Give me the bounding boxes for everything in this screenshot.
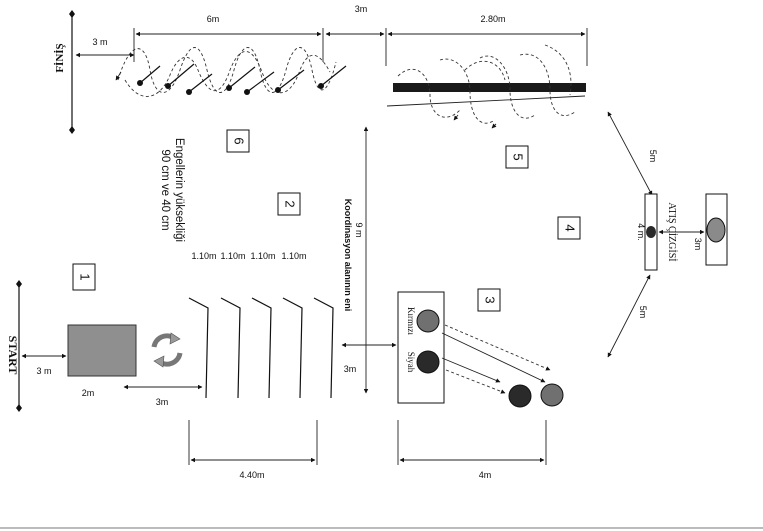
hurdle-spacing-3: 1.10m [250,251,275,261]
ball-box [397,291,445,404]
coordination-9m-label: 9 m [354,222,364,237]
finish-gap-label: 3 m [92,37,107,47]
station-5-marker: 5 [505,145,529,169]
heights-line-2: 90 cm ve 40 cm [159,149,171,230]
start-gap-dimension: 3 m [21,353,67,376]
station-6-number: 6 [232,137,247,144]
station-2-marker: 2 [277,192,301,216]
coordination-dimension: 9 m Koordinasyon alanının eni [343,126,369,394]
hurdle-spacing-4: 1.10m [281,251,306,261]
mat-to-hurdles-dimension: 3m [123,384,203,407]
red-label: Kırmızı [406,307,416,335]
finish-line: FİNİŞ [54,10,75,134]
bar [393,83,586,92]
black-ball-start [416,350,440,374]
coordination-label: Koordinasyon alanının eni [343,199,353,312]
balance-bar [386,44,586,129]
top-3m-label: 3m [355,4,368,14]
station-3-marker: 3 [477,288,501,312]
top-dimension-3m: 3m [325,4,387,66]
station-1-marker: 1 [72,263,96,291]
hurdles-total-label: 4.40m [239,470,264,480]
slalom-poles [115,47,347,97]
start-gap-label: 3 m [36,366,51,376]
target-distance-dimension: 3m [658,229,705,251]
black-label: Siyah [406,352,416,373]
red-ball-end [540,383,564,407]
station-6-marker: 6 [226,129,250,153]
shooting-ball [646,226,656,238]
start-mat [67,324,137,377]
finish-label: FİNİŞ [54,43,66,72]
red-ball-start [416,309,440,333]
upper-5m-label: 5m [648,150,658,163]
black-ball-end [508,384,532,408]
hurdle-spacing-2: 1.10m [220,251,245,261]
hurdles [188,297,334,399]
lower-5m-label: 5m [638,306,648,319]
top-280m-label: 2.80m [480,14,505,24]
balls-distance-dimension: 4m [397,420,547,480]
station-1-number: 1 [78,273,93,280]
hurdle-spacing-labels: 1.10m 1.10m 1.10m 1.10m [191,251,306,261]
balls-4m-label: 4m [479,470,492,480]
mat-2m-label: 2m [82,388,95,398]
station-4-number: 4 [563,224,578,231]
station-5-number: 5 [511,153,526,160]
recycle-rotate-icon [151,332,183,368]
station-4-marker: 4 [557,216,581,240]
heights-line-1: Engellerin yüksekliği [173,138,185,242]
hurdles-total-dimension: 4.40m [188,420,318,480]
ball-transfer-paths [441,324,551,394]
top-6m-label: 6m [207,14,220,24]
top-dimension-280m: 2.80m [387,14,588,66]
coordination-gap-label: 3m [344,364,357,374]
start-line: START [6,280,22,412]
station-2-number: 2 [283,200,298,207]
hurdle-spacing-1: 1.10m [191,251,216,261]
target-3m-label: 3m [693,238,703,251]
top-dimension-6m: 6m [133,14,324,62]
coordination-gap-dimension: 3m [341,342,397,374]
target [706,217,726,243]
finish-gap-dimension: 3 m [75,37,135,58]
shooting-5m-upper: 5m [607,111,658,196]
shooting-4m-label: 4 m. [636,223,646,241]
station-3-number: 3 [483,296,498,303]
shooting-5m-lower: 5m [607,274,651,358]
start-label: START [6,336,20,375]
obstacle-heights-note: Engellerin yüksekliği 90 cm ve 40 cm [159,138,185,242]
mat-to-hurdles-label: 3m [156,397,169,407]
